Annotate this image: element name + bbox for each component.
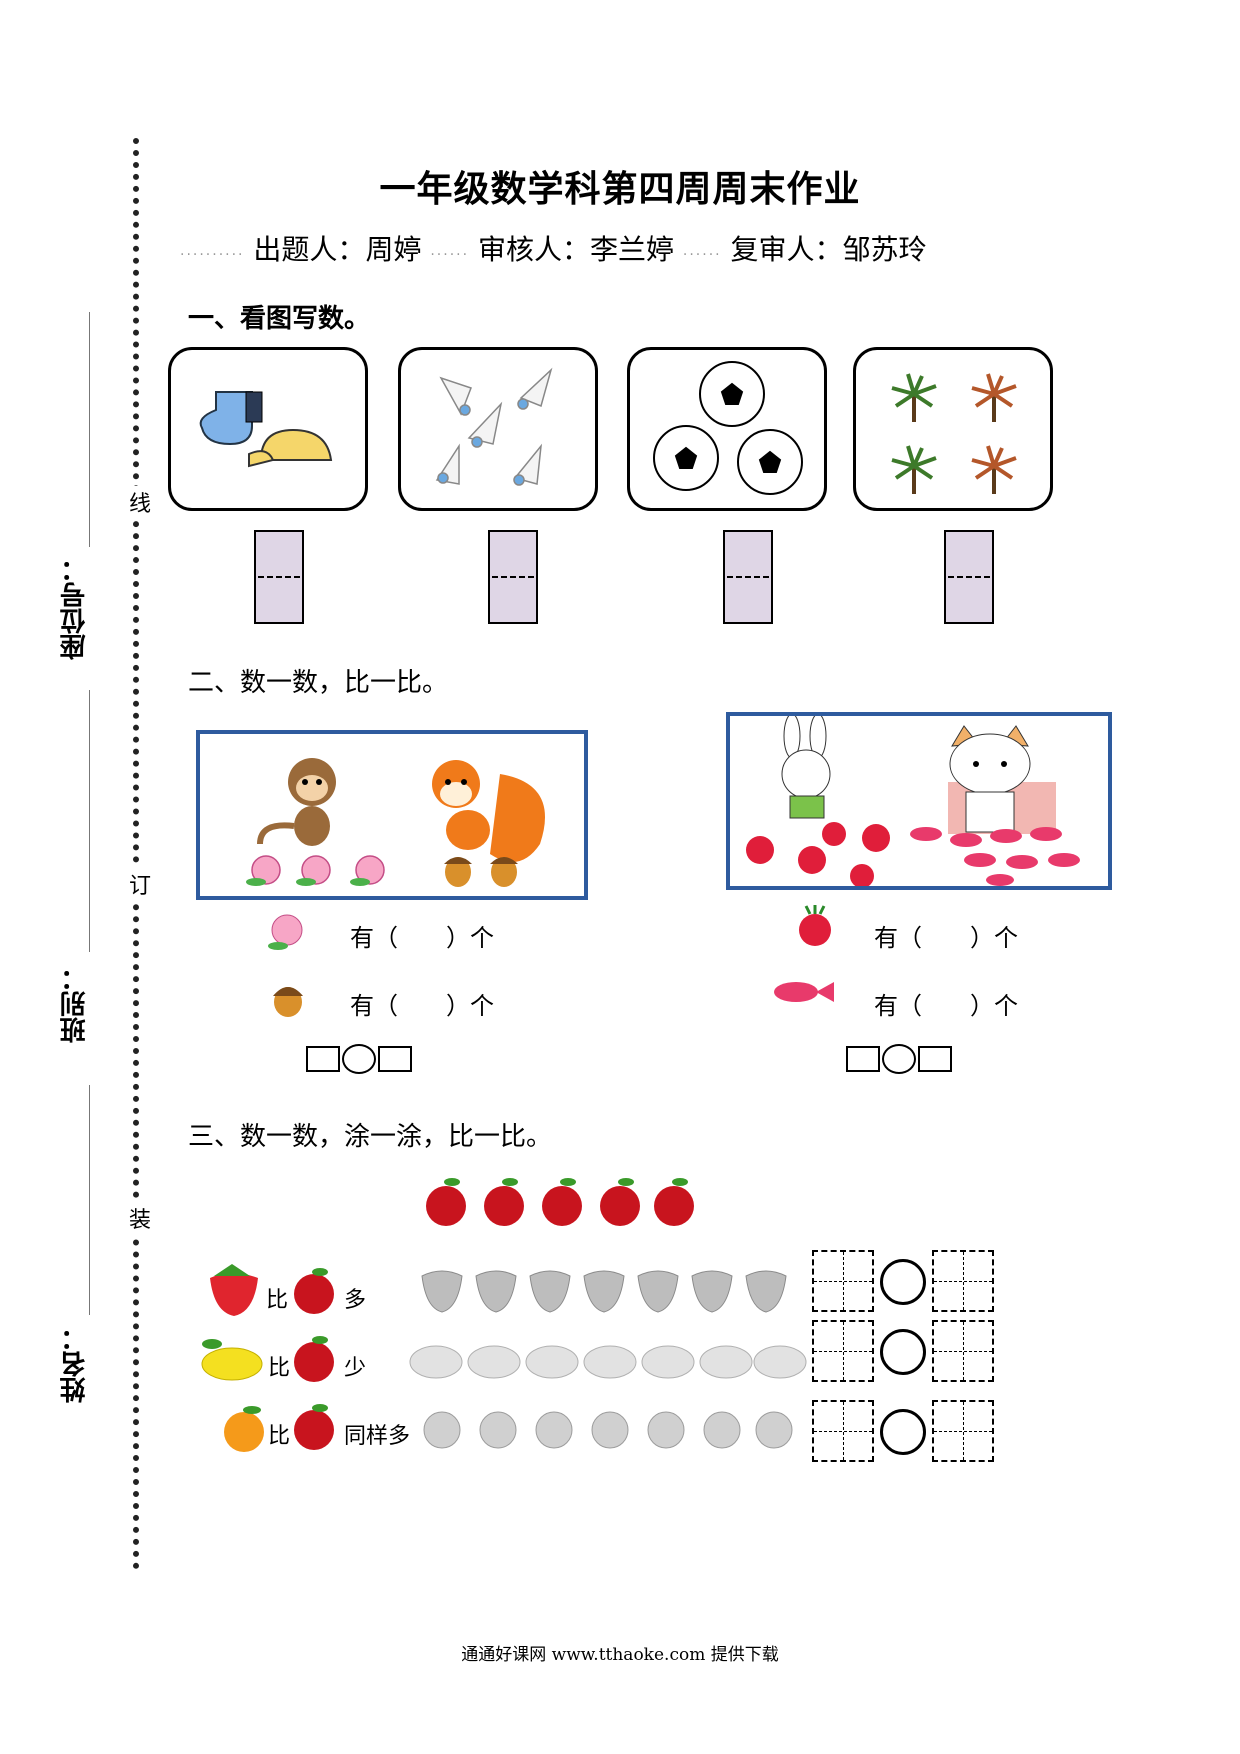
apple-icon bbox=[294, 1268, 334, 1314]
binding-char-order: 订 bbox=[127, 868, 153, 900]
grey-apple-row[interactable] bbox=[420, 1396, 800, 1454]
setter-label: 出题人： bbox=[253, 233, 366, 266]
orange-icon bbox=[224, 1406, 264, 1452]
row2-bi: 比 bbox=[268, 1356, 291, 1381]
monkey-squirrel-illustration bbox=[246, 758, 545, 887]
soccer-ball-icon bbox=[653, 361, 803, 495]
seat-write-line bbox=[89, 312, 90, 547]
picture-monkey-squirrel bbox=[196, 730, 588, 900]
acorn-icon bbox=[273, 987, 303, 1017]
section2-heading: 二、数一数，比一比。 bbox=[188, 668, 449, 698]
footer-source: 通通好课网 www.tthaoke.com 提供下载 bbox=[461, 1645, 779, 1665]
row3-word: 同样多 bbox=[344, 1424, 411, 1449]
monkey-icon bbox=[257, 758, 336, 846]
grey-strawberry-row[interactable] bbox=[418, 1262, 798, 1318]
strawberry-icon bbox=[210, 1264, 258, 1316]
card-trees bbox=[853, 347, 1053, 511]
rabbit-icon bbox=[781, 713, 831, 819]
answer-box-1[interactable] bbox=[254, 530, 304, 624]
seat-label: 座位号： bbox=[60, 556, 90, 660]
apple-icon bbox=[294, 1336, 334, 1382]
compare-boxes-left[interactable] bbox=[306, 1040, 412, 1075]
hat-icon bbox=[199, 391, 333, 468]
palm-tree-icon bbox=[891, 373, 1017, 494]
radish-count-question: 有（ ）个 bbox=[874, 924, 1018, 952]
row3-compare-circle[interactable] bbox=[880, 1409, 926, 1455]
row1-compare-circle[interactable] bbox=[880, 1259, 926, 1305]
rabbit-cat-illustration bbox=[746, 713, 1080, 888]
answer-box-2[interactable] bbox=[488, 530, 538, 624]
reviewer-label: 审核人： bbox=[477, 233, 590, 266]
squirrel-icon bbox=[432, 760, 545, 862]
section3-heading: 三、数一数，涂一涂，比一比。 bbox=[188, 1122, 553, 1152]
row3-answer-grid-right[interactable] bbox=[932, 1400, 994, 1462]
binding-char-bind: 装 bbox=[127, 1202, 153, 1234]
rereviewer-name: 邹苏玲 bbox=[842, 233, 927, 266]
reviewer-name: 李兰婷 bbox=[589, 233, 674, 266]
peach-icon bbox=[268, 914, 303, 950]
card-shuttlecocks bbox=[398, 347, 598, 511]
row3-answer-grid-left[interactable] bbox=[812, 1400, 874, 1462]
rereviewer-label: 复审人： bbox=[730, 233, 843, 266]
acorn-icon bbox=[444, 857, 518, 887]
binding-dotted-line bbox=[133, 138, 139, 1570]
card-balls bbox=[627, 347, 827, 511]
class-label: 班别： bbox=[60, 965, 90, 1043]
apple-row bbox=[426, 1178, 694, 1226]
acorn-count-question: 有（ ）个 bbox=[350, 992, 494, 1020]
row2-answer-grid-right[interactable] bbox=[932, 1320, 994, 1382]
row3-bi: 比 bbox=[268, 1424, 291, 1449]
binding-char-line: 线 bbox=[127, 486, 153, 518]
fish-icon bbox=[910, 827, 1080, 886]
grey-lemon-row[interactable] bbox=[408, 1330, 808, 1386]
section1-heading: 一、看图写数。 bbox=[188, 304, 371, 334]
author-line: ·········· 出题人：周婷 ······ 审核人：李兰婷 ······ … bbox=[180, 233, 927, 266]
name-write-line bbox=[89, 1085, 90, 1315]
row1-answer-grid-right[interactable] bbox=[932, 1250, 994, 1312]
apple-icon bbox=[294, 1404, 334, 1450]
class-write-line bbox=[89, 690, 90, 952]
row2-compare-circle[interactable] bbox=[880, 1329, 926, 1375]
row2-word: 少 bbox=[344, 1356, 367, 1381]
card-hats bbox=[168, 347, 368, 511]
fish-icon bbox=[774, 982, 834, 1002]
fish-count-question: 有（ ）个 bbox=[874, 992, 1018, 1020]
row1-answer-grid-left[interactable] bbox=[812, 1250, 874, 1312]
cat-icon bbox=[948, 725, 1056, 834]
answer-box-3[interactable] bbox=[723, 530, 773, 624]
name-label: 姓名： bbox=[60, 1325, 90, 1403]
shuttlecock-icon bbox=[435, 367, 553, 486]
row1-word: 多 bbox=[344, 1288, 367, 1313]
row2-answer-grid-left[interactable] bbox=[812, 1320, 874, 1382]
peach-icon bbox=[251, 855, 385, 885]
page-title: 一年级数学科第四周周末作业 bbox=[379, 169, 861, 210]
row1-bi: 比 bbox=[266, 1288, 289, 1313]
radish-icon bbox=[746, 822, 890, 888]
compare-boxes-right[interactable] bbox=[846, 1040, 952, 1075]
radish-icon bbox=[799, 905, 831, 946]
answer-box-4[interactable] bbox=[944, 530, 994, 624]
peach-count-question: 有（ ）个 bbox=[350, 924, 494, 952]
picture-rabbit-cat bbox=[726, 712, 1112, 890]
lemon-icon bbox=[201, 1339, 263, 1381]
setter-name: 周婷 bbox=[365, 233, 422, 266]
